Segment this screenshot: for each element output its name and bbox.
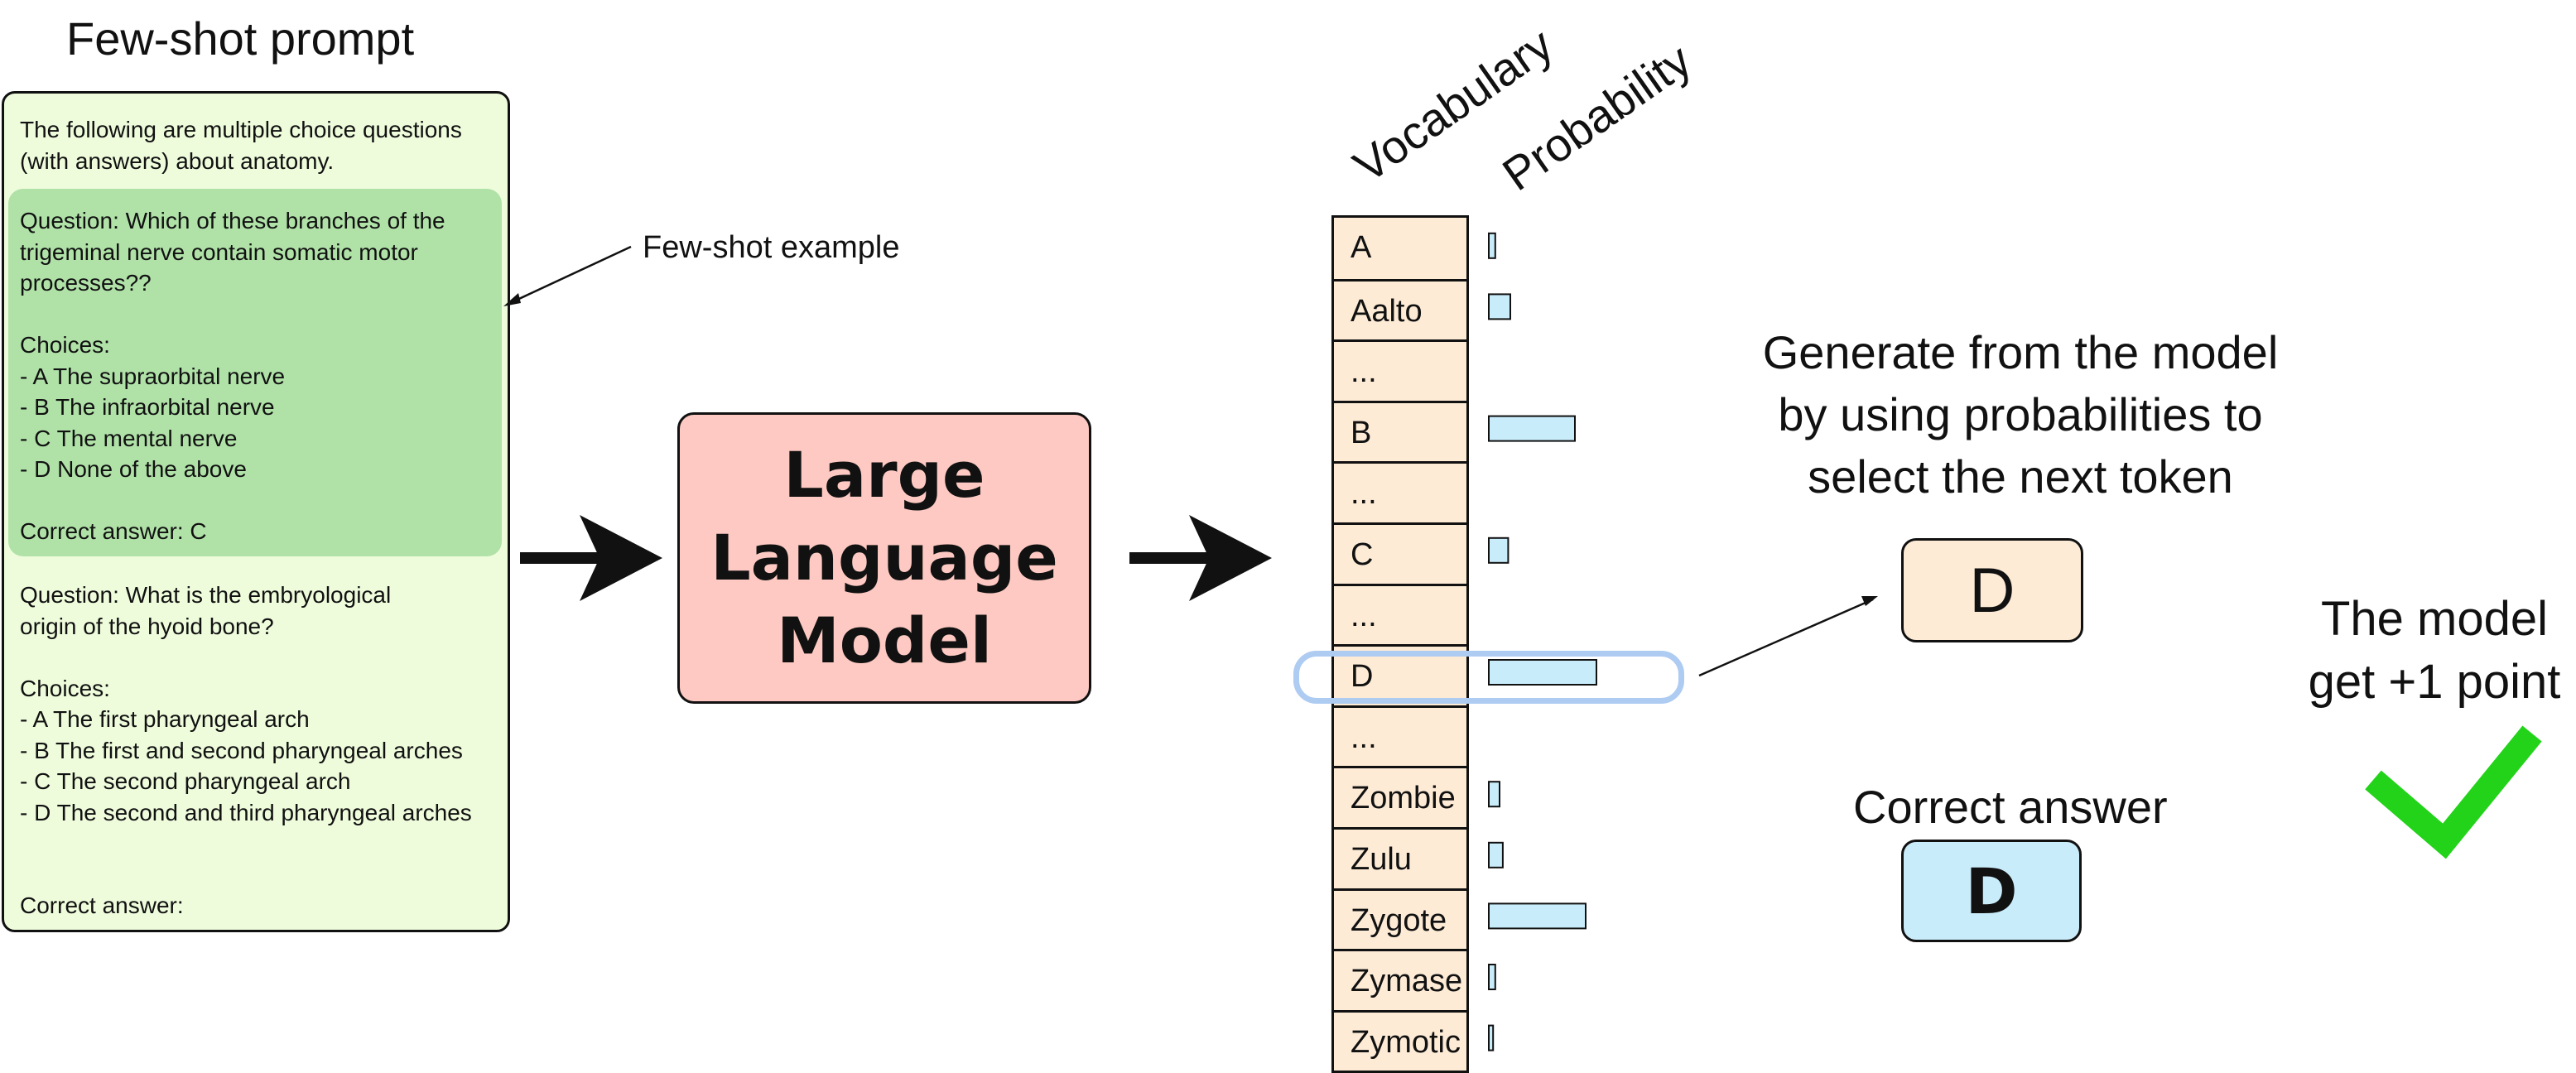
few-shot-example-callout: Few-shot example [643,230,900,265]
prompt-intro: The following are multiple choice questi… [20,114,462,176]
generation-line: select the next token [1808,450,2233,503]
vocab-token-row: ... [1334,461,1466,522]
example-line: Choices: [20,332,110,358]
example-line: Question: Which of these branches of the [20,208,445,233]
result-line: The model [2320,592,2549,646]
question-line: - C The second pharyngeal arch [20,768,351,794]
vocab-token-row: ... [1334,339,1466,401]
question-line: origin of the hyoid bone? [20,613,274,639]
vocab-token-row: Zymotic [1334,1009,1466,1071]
callout-arrowhead [503,293,521,306]
vocab-token-row: Zulu [1334,826,1466,888]
probability-bar [1488,536,1509,564]
correct-answer-box: D [1901,840,2082,942]
prompt-title: Few-shot prompt [66,12,415,65]
example-line: Correct answer: C [20,518,207,544]
probability-bar [1488,964,1496,990]
vocab-token-row: Zombie [1334,766,1466,827]
question-line: Choices: [20,675,110,701]
vocab-token-row: D [1334,644,1466,705]
vocab-token-row: Zymase [1334,949,1466,1010]
generation-line: Generate from the model [1762,326,2279,378]
probability-bar [1488,841,1504,869]
generation-line: by using probabilities to [1778,388,2263,440]
result-line: get +1 point [2308,655,2561,709]
vocab-token-row: Aalto [1334,278,1466,340]
question-line: - A The first pharyngeal arch [20,706,310,732]
question-line: - B The first and second pharyngeal arch… [20,737,463,763]
prompt-to-model-arrow-icon [520,515,662,601]
example-line: - C The mental nerve [20,425,238,451]
probability-bars [1488,232,1597,1051]
vocab-token-row: Zygote [1334,888,1466,950]
selected-token-highlight [1293,651,1684,704]
probability-bar [1488,781,1500,808]
checkmark-icon [2365,725,2542,859]
example-line: - D None of the above [20,456,247,482]
probability-bar [1488,1024,1495,1051]
model-to-vocab-arrow-icon [1129,515,1272,601]
question-line: Correct answer: [20,893,184,918]
result-text: The model get +1 point [2294,588,2575,714]
target-question-text: Question: What is the embryological origi… [20,580,472,921]
question-line: - D The second and third pharyngeal arch… [20,799,472,825]
probability-bar [1488,293,1511,320]
vocab-token-row: A [1351,230,1372,265]
example-line: trigeminal nerve contain somatic motor [20,238,418,265]
select-line [1698,598,1874,677]
example-line: - B The infraorbital nerve [20,394,275,420]
probability-bar [1488,232,1496,259]
few-shot-example-box [8,189,502,556]
vocab-token-row: ... [1334,705,1466,767]
vocab-token-row: C [1334,522,1466,584]
generation-description: Generate from the model by using probabi… [1697,321,2343,508]
generated-token-box: D [1901,538,2083,642]
probability-bar [1488,415,1576,442]
intro-line: The following are multiple choice questi… [20,117,462,142]
intro-line: (with answers) about anatomy. [20,147,335,174]
probability-bar [1488,659,1597,686]
question-line: Question: What is the embryological [20,582,392,608]
llm-box: Large Language Model [677,412,1091,704]
llm-label: Large Language Model [710,438,1058,677]
callout-line [509,245,632,305]
correct-answer-title: Correct answer [1853,781,2168,833]
few-shot-example-text: Question: Which of these branches of the… [20,205,445,547]
probability-bar [1488,902,1587,930]
example-line: - A The supraorbital nerve [20,363,286,389]
select-arrowhead [1861,596,1878,606]
vocab-token-row: B [1334,400,1466,462]
example-line: processes?? [20,270,152,296]
vocab-token-row: ... [1334,583,1466,645]
